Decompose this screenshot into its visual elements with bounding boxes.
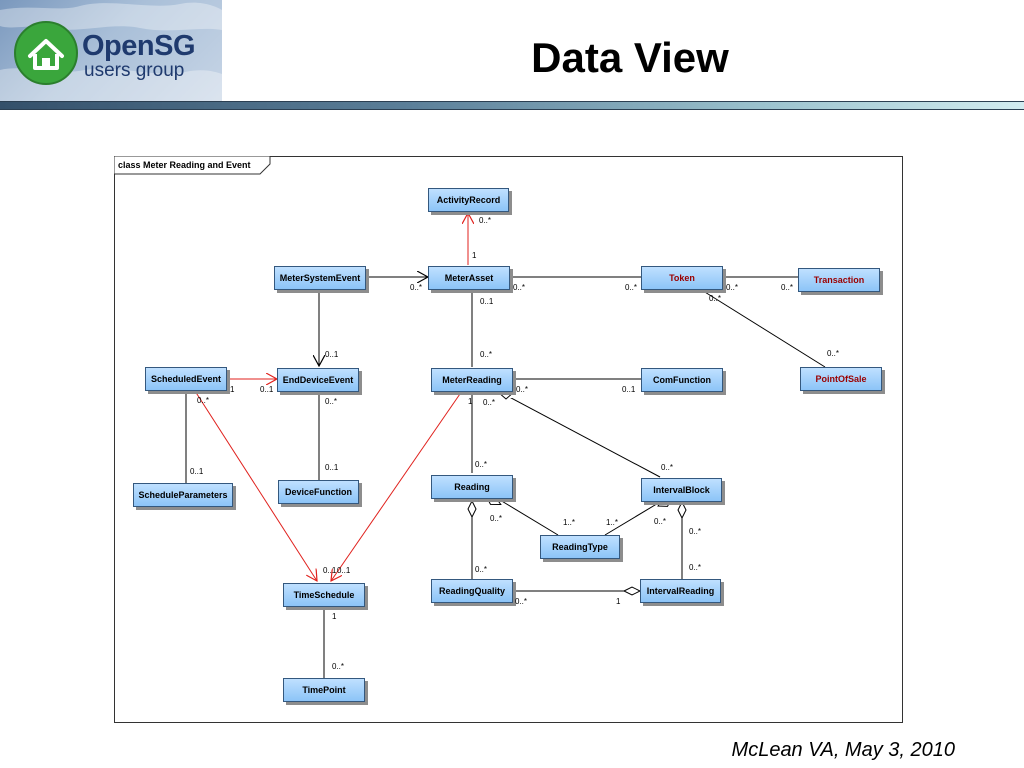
- multiplicity-label: 0..*: [480, 350, 493, 359]
- link-token-pos: [699, 288, 826, 368]
- multiplicity-label: 0..1: [337, 566, 351, 575]
- class-label: IntervalBlock: [653, 485, 710, 495]
- logo-tagline: users group: [84, 60, 185, 81]
- multiplicity-label: 0..*: [197, 396, 210, 405]
- multiplicity-label: 0..*: [726, 283, 739, 292]
- class-label: MeterAsset: [444, 273, 494, 283]
- class-activity-record[interactable]: ActivityRecord: [428, 188, 509, 212]
- link-se-ts: [194, 390, 317, 581]
- class-label: Transaction: [813, 275, 865, 285]
- diamond-ir-rq: [622, 586, 642, 596]
- multiplicity-label: 1..*: [606, 518, 619, 527]
- multiplicity-label: 0..*: [515, 597, 528, 606]
- multiplicity-label: 0..*: [625, 283, 638, 292]
- multiplicity-label: 0..1: [480, 297, 494, 306]
- class-transaction[interactable]: Transaction: [798, 268, 880, 292]
- multiplicity-label: 0..1: [190, 467, 204, 476]
- class-label: TimePoint: [302, 685, 346, 695]
- class-schedule-parameters[interactable]: ScheduleParameters: [133, 483, 233, 507]
- slide-title: Data View: [531, 34, 729, 81]
- multiplicity-label: 0..*: [689, 563, 702, 572]
- link-reading-rt: [499, 499, 559, 536]
- multiplicity-label: 1: [230, 385, 235, 394]
- class-interval-reading[interactable]: IntervalReading: [640, 579, 721, 603]
- class-label: ReadingQuality: [438, 586, 505, 596]
- multiplicity-label: 0..*: [709, 294, 722, 303]
- multiplicity-label: 1: [332, 612, 337, 621]
- class-label: MeterSystemEvent: [279, 273, 361, 283]
- frame-title-tab: class Meter Reading and Event: [114, 156, 271, 175]
- class-label: Reading: [454, 482, 490, 492]
- multiplicity-label: 0..1: [325, 463, 339, 472]
- logo-brand: OpenSG: [82, 30, 196, 62]
- multiplicity-label: 0..*: [781, 283, 794, 292]
- multiplicity-label: 0..*: [325, 397, 338, 406]
- multiplicity-label: 1: [616, 597, 621, 606]
- multiplicity-label: 0..1: [622, 385, 636, 394]
- class-reading-quality[interactable]: ReadingQuality: [431, 579, 513, 603]
- multiplicity-label: 0..*: [827, 349, 840, 358]
- multiplicity-label: 1: [468, 397, 473, 406]
- class-label: ScheduledEvent: [150, 374, 222, 384]
- opensg-logo: OpenSG users group: [0, 0, 222, 101]
- multiplicity-label: 0..*: [654, 517, 667, 526]
- multiplicity-label: 0..1: [260, 385, 274, 394]
- class-label: IntervalReading: [646, 586, 715, 596]
- class-label: EndDeviceEvent: [282, 375, 354, 385]
- multiplicity-label: 0..*: [475, 460, 488, 469]
- slide-footer: McLean VA, May 3, 2010: [731, 739, 955, 761]
- class-device-function[interactable]: DeviceFunction: [278, 480, 359, 504]
- class-label: Token: [669, 273, 695, 283]
- multiplicity-label: 0..1: [325, 350, 339, 359]
- diagram-frame: [114, 156, 903, 723]
- header-divider-bar: [0, 101, 1024, 110]
- class-end-device-event[interactable]: EndDeviceEvent: [277, 368, 359, 392]
- multiplicity-label: 1..*: [563, 518, 576, 527]
- multiplicity-label: 0..*: [479, 216, 492, 225]
- class-label: ActivityRecord: [436, 195, 501, 205]
- class-point-of-sale[interactable]: PointOfSale: [800, 367, 882, 391]
- multiplicity-label: 0..*: [661, 463, 674, 472]
- multiplicity-label: 0..*: [410, 283, 423, 292]
- class-token[interactable]: Token: [641, 266, 723, 290]
- class-time-point[interactable]: TimePoint: [283, 678, 365, 702]
- multiplicity-label: 0..*: [513, 283, 526, 292]
- class-label: MeterReading: [442, 375, 502, 385]
- multiplicity-label: 1: [472, 251, 477, 260]
- link-ib-mr: [497, 390, 661, 478]
- class-label: ComFunction: [653, 375, 711, 385]
- class-meter-system-event[interactable]: MeterSystemEvent: [274, 266, 366, 290]
- multiplicity-label: 0..*: [332, 662, 345, 671]
- class-label: DeviceFunction: [284, 487, 352, 497]
- multiplicity-label: 0..*: [483, 398, 496, 407]
- multiplicity-label: 0..*: [475, 565, 488, 574]
- class-interval-block[interactable]: IntervalBlock: [641, 478, 722, 502]
- class-label: ScheduleParameters: [138, 490, 228, 500]
- link-ib-rt: [604, 501, 661, 536]
- class-label: PointOfSale: [815, 374, 867, 384]
- class-label: ReadingType: [552, 542, 608, 552]
- class-meter-reading[interactable]: MeterReading: [431, 368, 513, 392]
- multiplicity-label: 0..*: [490, 514, 503, 523]
- class-time-schedule[interactable]: TimeSchedule: [283, 583, 365, 607]
- diamond-ib-ir: [677, 500, 687, 520]
- class-reading-type[interactable]: ReadingType: [540, 535, 620, 559]
- class-reading[interactable]: Reading: [431, 475, 513, 499]
- frame-title: class Meter Reading and Event: [118, 160, 251, 170]
- class-com-function[interactable]: ComFunction: [641, 368, 723, 392]
- class-scheduled-event[interactable]: ScheduledEvent: [145, 367, 227, 391]
- house-circle-icon: [15, 22, 77, 84]
- multiplicity-label: 0..*: [689, 527, 702, 536]
- multiplicity-label: 0..*: [516, 385, 529, 394]
- multiplicity-label: 0..1: [323, 566, 337, 575]
- diamond-reading-rq: [467, 499, 477, 519]
- class-meter-asset[interactable]: MeterAsset: [428, 266, 510, 290]
- link-mr-ts: [331, 390, 463, 581]
- class-label: TimeSchedule: [293, 590, 355, 600]
